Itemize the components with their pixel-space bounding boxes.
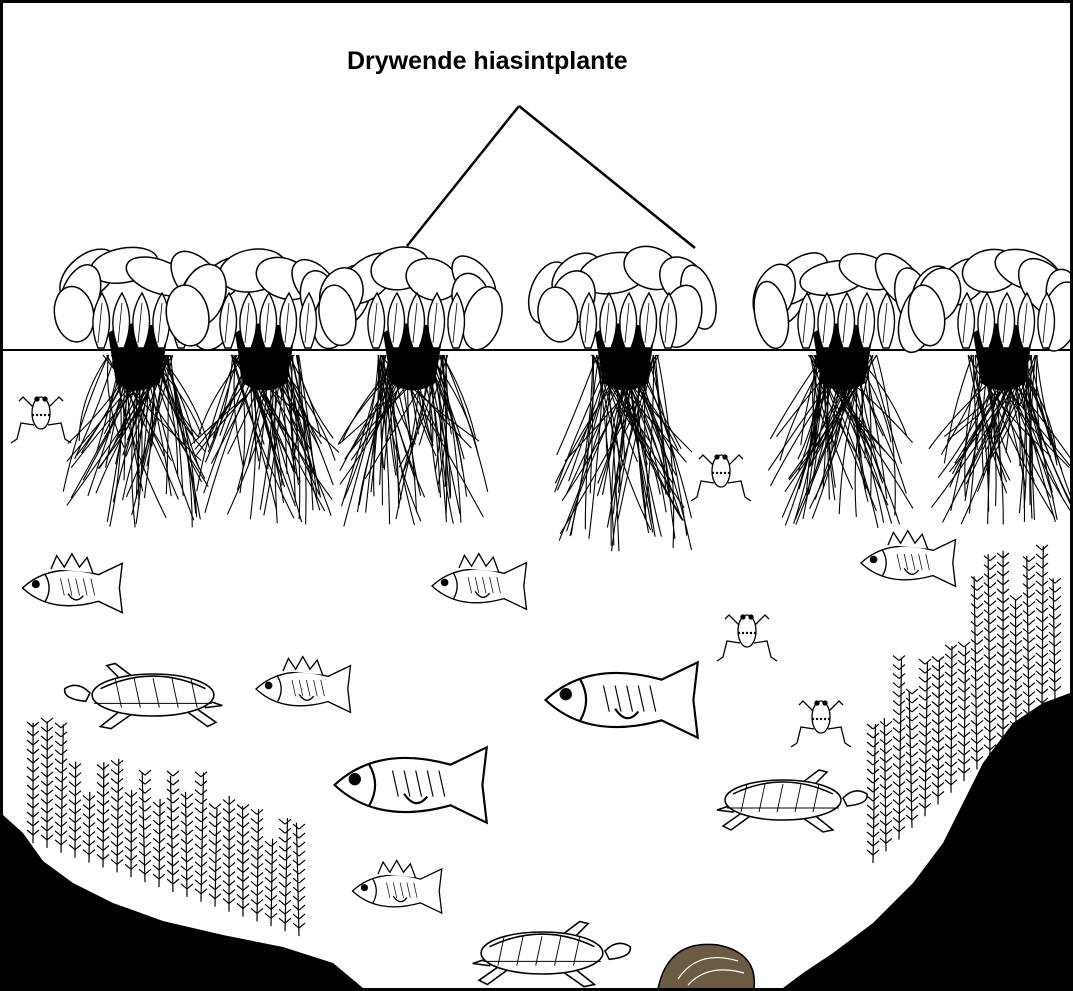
weed-stalk (945, 645, 957, 793)
weed-stalk (111, 759, 123, 873)
weed-stalk (55, 723, 67, 853)
weed-stalk (223, 796, 235, 912)
fish (353, 860, 442, 913)
frog (11, 397, 71, 443)
weed-stalk (27, 722, 39, 843)
pond-scene (3, 3, 1070, 988)
weed-stalk (997, 551, 1009, 746)
water-hyacinth-plant (313, 243, 509, 527)
plant-leaves (521, 239, 723, 352)
plant-leaves (904, 241, 1070, 355)
weed-stalk (251, 809, 263, 922)
weed-stalk (125, 790, 137, 877)
water-hyacinth-plant (904, 241, 1070, 524)
weed-stalk (279, 818, 291, 931)
weed-stalk (195, 772, 207, 902)
weed-stalk (919, 659, 931, 816)
weed-stalk (971, 576, 983, 769)
weed-stalk (1010, 595, 1022, 734)
weed-stalk (69, 762, 81, 858)
label-pointer-lines (407, 106, 695, 248)
diagram-label: Drywende hiasintplante (347, 47, 628, 76)
pond-animals (11, 397, 956, 988)
water-hyacinth-plants (50, 239, 1070, 552)
submerged-weeds (27, 545, 1061, 936)
turtle (717, 770, 867, 832)
plant-leaves (313, 243, 509, 355)
weed-stalk (181, 792, 193, 897)
fish (861, 531, 956, 587)
fish (432, 554, 527, 610)
fish (22, 554, 122, 613)
pointer-line-left (407, 106, 519, 246)
turtle (473, 922, 631, 987)
weed-stalk (1049, 578, 1061, 699)
weed-stalk (984, 554, 996, 757)
weed-stalk (893, 656, 905, 840)
weed-stalk (265, 839, 277, 927)
water-hyacinth-plant (521, 239, 723, 551)
pointer-line-right (519, 106, 695, 248)
weed-stalk (880, 718, 892, 851)
turtle (65, 664, 223, 729)
weed-stalk (958, 642, 970, 781)
weed-stalk (1036, 545, 1048, 711)
weed-stalk (139, 770, 151, 882)
frog (691, 455, 751, 501)
weed-stalk (97, 762, 109, 867)
frog (717, 615, 777, 661)
fish (335, 747, 487, 822)
weed-stalk (867, 724, 879, 863)
weed-stalk (293, 823, 305, 936)
weed-stalk (41, 718, 53, 848)
fish (546, 662, 698, 737)
weed-stalk (209, 804, 221, 907)
weed-stalk (1023, 556, 1035, 723)
weed-stalk (932, 657, 944, 805)
weed-stalk (83, 792, 95, 863)
weed-stalk (906, 689, 918, 828)
fish (256, 657, 351, 713)
weed-stalk (153, 799, 165, 887)
frog (791, 701, 851, 747)
weed-stalk (237, 805, 249, 917)
snail (658, 944, 754, 988)
weed-stalk (167, 771, 179, 892)
